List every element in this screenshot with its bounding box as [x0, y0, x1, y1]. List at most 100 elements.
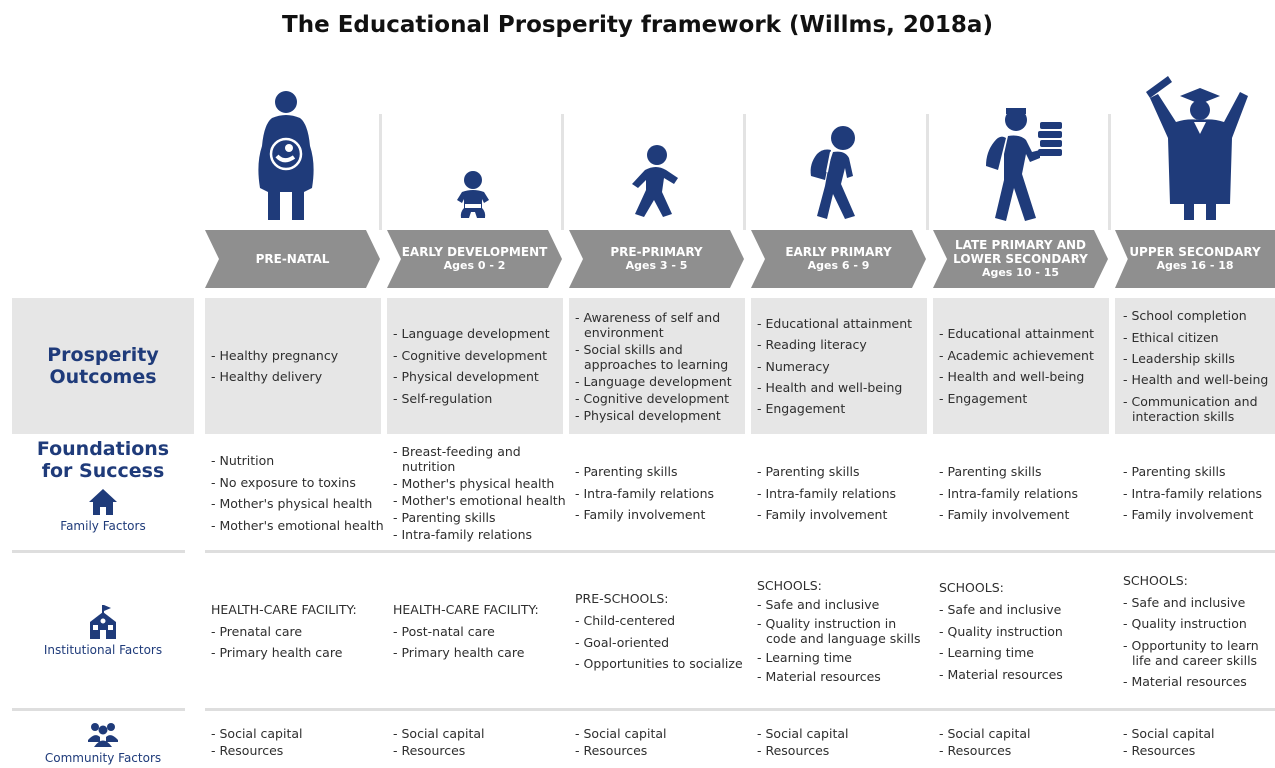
outcome-item: - Health and well-being — [1123, 372, 1269, 388]
family-item: - Intra-family relations — [575, 485, 715, 501]
family-item: - Nutrition — [211, 453, 275, 469]
row-divider — [12, 550, 185, 553]
stage-age: Ages 3 - 5 — [625, 259, 688, 272]
institutional-factors-label: Institutional Factors — [12, 556, 194, 704]
outcomes-cell: - School completion - Ethical citizen - … — [1115, 298, 1275, 434]
outcomes-cell: - Healthy pregnancy - Healthy delivery — [205, 298, 381, 434]
column-separator — [743, 114, 746, 230]
institution-heading: PRE-SCHOOLS: — [575, 590, 669, 606]
stage-age: Ages 10 - 15 — [981, 266, 1060, 279]
stage-name: UPPER SECONDARY — [1129, 245, 1261, 259]
community-cell: - Social capital - Resources — [751, 718, 927, 766]
family-item: - Mother's physical health — [393, 476, 555, 491]
outcome-item: - Social skills and approaches to learni… — [575, 341, 729, 372]
people-group-icon — [88, 722, 118, 747]
outcome-item: - School completion — [1123, 308, 1247, 324]
family-item: - Mother's emotional health — [211, 517, 384, 533]
column-separator — [1108, 114, 1111, 230]
family-cell: - Parenting skills - Intra-family relati… — [751, 438, 927, 548]
institution-item: - Quality instruction — [939, 623, 1063, 639]
community-item: - Resources — [211, 743, 284, 758]
prosperity-label-line1: Prosperity — [47, 344, 159, 366]
outcome-item: - Numeracy — [757, 358, 830, 374]
institution-heading: SCHOOLS: — [757, 577, 822, 593]
row-divider — [205, 550, 1275, 553]
institution-heading: HEALTH-CARE FACILITY: — [393, 601, 539, 617]
institutional-cell: SCHOOLS: - Safe and inclusive - Quality … — [751, 556, 927, 706]
family-item: - Intra-family relations — [757, 485, 897, 501]
institutional-factors-text: Institutional Factors — [43, 642, 163, 657]
outcome-item: - Engagement — [939, 390, 1028, 406]
institution-item: - Safe and inclusive — [1123, 594, 1246, 610]
institution-item: - Quality instruction in code and langua… — [757, 615, 921, 646]
family-item: - Family involvement — [575, 506, 706, 522]
community-item: - Social capital — [393, 726, 485, 741]
house-icon — [89, 489, 117, 515]
institution-item: - Material resources — [939, 666, 1063, 682]
outcome-item: - Healthy pregnancy — [211, 347, 339, 363]
institution-item: - Material resources — [1123, 674, 1247, 690]
institution-heading: SCHOOLS: — [939, 580, 1004, 596]
stage-age: Ages 16 - 18 — [1156, 259, 1234, 272]
institution-item: - Opportunity to learn life and career s… — [1123, 637, 1259, 668]
stage-name: PRE-PRIMARY — [610, 245, 703, 259]
community-item: - Social capital — [757, 726, 849, 741]
community-item: - Social capital — [575, 726, 667, 741]
stage-chevron-early-primary: EARLY PRIMARY Ages 6 - 9 — [751, 230, 926, 288]
family-item: - Parenting skills — [393, 510, 496, 525]
community-item: - Resources — [757, 743, 830, 758]
institution-item: - Learning time — [939, 645, 1034, 661]
school-icon — [90, 604, 116, 639]
outcome-item: - Leadership skills — [1123, 351, 1235, 366]
community-cell: - Social capital - Resources — [387, 718, 563, 766]
page-title: The Educational Prosperity framework (Wi… — [282, 12, 993, 38]
stage-chevron-early-development: EARLY DEVELOPMENT Ages 0 - 2 — [387, 230, 562, 288]
outcome-item: - Educational attainment — [757, 315, 913, 331]
outcomes-cell: - Awareness of self and environment - So… — [569, 298, 745, 434]
institution-item: - Child-centered — [575, 613, 676, 629]
family-cell: - Parenting skills - Intra-family relati… — [1115, 438, 1275, 548]
outcome-item: - Ethical citizen — [1123, 329, 1219, 345]
community-item: - Resources — [939, 743, 1012, 758]
pregnant-woman-icon — [246, 90, 326, 222]
outcome-item: - Awareness of self and environment — [575, 309, 721, 340]
outcome-item: - Cognitive development — [393, 347, 548, 363]
community-cell: - Social capital - Resources — [569, 718, 745, 766]
family-item: - Intra-family relations — [1123, 485, 1263, 501]
family-item: - Breast-feeding and nutrition — [393, 444, 521, 474]
family-item: - Family involvement — [757, 506, 888, 522]
institution-item: - Primary health care — [211, 645, 343, 661]
community-item: - Resources — [575, 743, 648, 758]
outcome-item: - Engagement — [757, 401, 846, 417]
family-item: - Family involvement — [939, 506, 1070, 522]
community-item: - Social capital — [1123, 726, 1215, 741]
family-item: - Family involvement — [1123, 506, 1254, 522]
family-cell: - Parenting skills - Intra-family relati… — [933, 438, 1109, 548]
outcome-item: - Cognitive development — [575, 390, 730, 406]
stage-chevron-late-primary: LATE PRIMARY AND LOWER SECONDARY Ages 10… — [933, 230, 1108, 288]
community-cell: - Social capital - Resources — [933, 718, 1109, 766]
outcome-item: - Health and well-being — [757, 379, 903, 395]
family-cell: - Parenting skills - Intra-family relati… — [569, 438, 745, 548]
column-separator — [926, 114, 929, 230]
outcome-item: - Educational attainment — [939, 326, 1095, 342]
family-item: - No exposure to toxins — [211, 474, 356, 490]
stage-name: EARLY PRIMARY — [785, 245, 892, 259]
outcome-item: - Self-regulation — [393, 390, 493, 406]
stage-chevron-upper-secondary: UPPER SECONDARY Ages 16 - 18 — [1115, 230, 1275, 288]
institution-item: - Material resources — [757, 668, 881, 684]
foundations-label: Foundations for Success Family Factors — [12, 438, 194, 546]
baby-icon — [453, 170, 493, 220]
stage-chevron-pre-primary: PRE-PRIMARY Ages 3 - 5 — [569, 230, 744, 288]
foundations-label-line2: for Success — [41, 460, 165, 482]
institution-item: - Learning time — [757, 649, 852, 665]
institution-heading: HEALTH-CARE FACILITY: — [211, 601, 357, 617]
institutional-cell: PRE-SCHOOLS: - Child-centered - Goal-ori… — [569, 556, 745, 706]
community-cell: - Social capital - Resources — [1115, 718, 1275, 766]
institution-item: - Quality instruction — [1123, 616, 1247, 632]
outcomes-cell: - Educational attainment - Reading liter… — [751, 298, 927, 434]
community-item: - Social capital — [211, 726, 303, 741]
family-item: - Intra-family relations — [939, 485, 1079, 501]
family-item: - Mother's emotional health — [393, 493, 566, 508]
community-item: - Social capital — [939, 726, 1031, 741]
